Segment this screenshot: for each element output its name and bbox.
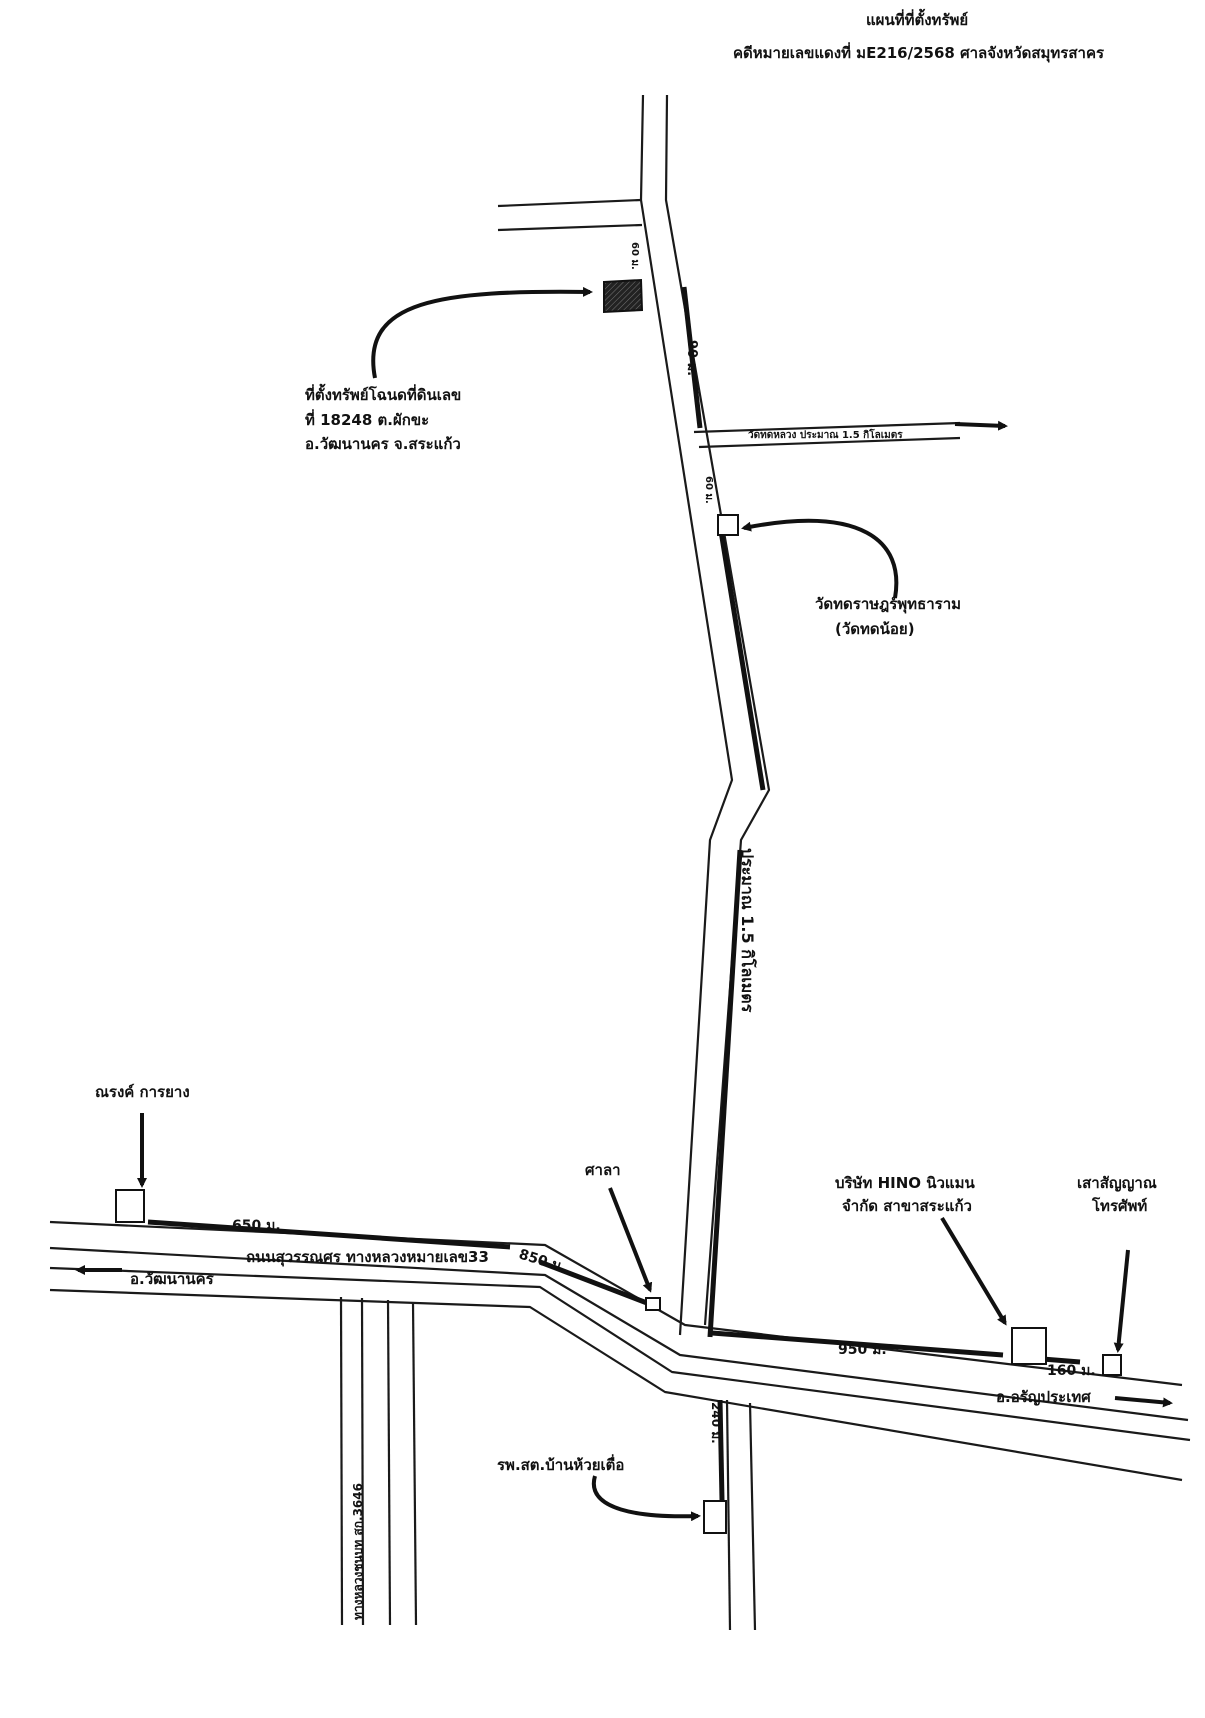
to-aranyaprathet-label: อ.อรัญประเทศ bbox=[996, 1388, 1091, 1406]
rural-road-c bbox=[386, 1299, 392, 1626]
highway-edge-3 bbox=[49, 1266, 1191, 1442]
top-west-road-lower bbox=[497, 223, 643, 232]
wat-luang-road-bottom bbox=[698, 436, 961, 449]
wat-label-1: วัดทดราษฎร์พุทธาราม bbox=[815, 595, 961, 614]
north-road-left-edge bbox=[639, 94, 734, 1336]
distance-950m: 950 ม. bbox=[838, 1342, 887, 1358]
rural-road-label: ทางหลวงชนบท สก.3646 bbox=[351, 1483, 365, 1620]
hino-arrow bbox=[940, 1216, 1007, 1326]
wat-building-marker bbox=[717, 514, 739, 536]
top-west-road bbox=[497, 198, 642, 208]
distance-90m: 90 ม. bbox=[684, 340, 699, 376]
rural-road-b bbox=[360, 1297, 365, 1626]
phone-pole-arrow bbox=[1113, 1249, 1130, 1353]
aranyaprathet-direction-arrow bbox=[1114, 1396, 1173, 1408]
pointer-arrows bbox=[75, 286, 1173, 1522]
south-road-left bbox=[725, 1399, 732, 1631]
distance-bars bbox=[147, 286, 1081, 1501]
north-road-distance-label: ประมาณ 1.5 กิโลเมตร bbox=[738, 848, 758, 1013]
phone-pole-label-2: โทรศัพท์ bbox=[1091, 1196, 1147, 1215]
sala-label: ศาลา bbox=[585, 1161, 621, 1179]
rural-road-a bbox=[339, 1296, 344, 1626]
narong-label: ณรงค์ การยาง bbox=[95, 1083, 190, 1101]
main-road-label: ถนนสุวรรณศร ทางหลวงหมายเลข33 bbox=[246, 1248, 489, 1267]
hino-label-1: บริษัท HINO นิวแมน bbox=[835, 1174, 975, 1192]
phone-pole-label-1: เสาสัญญาณ bbox=[1077, 1174, 1157, 1192]
property-parcel bbox=[603, 278, 644, 314]
phone-pole-marker bbox=[1102, 1354, 1122, 1376]
to-watthana-nakhon-label: อ.วัฒนานคร bbox=[130, 1270, 215, 1288]
distance-650m: 650 ม. bbox=[232, 1218, 281, 1234]
rural-road-d bbox=[411, 1301, 418, 1626]
distance-60m-mid: 60 ม. bbox=[703, 476, 714, 504]
clinic-building-marker bbox=[703, 1500, 727, 1534]
north-road-right-edge bbox=[664, 94, 771, 1326]
property-caption: ที่ตั้งทรัพย์โฉนดที่ดินเลข ที่ 18248 ต.ผ… bbox=[305, 383, 461, 453]
highway-edge-2 bbox=[49, 1246, 1189, 1422]
property-arrow bbox=[371, 286, 593, 379]
property-label-2: ที่ 18248 ต.ผักขะ bbox=[305, 409, 429, 429]
wat-luang-road-label: วัดทดหลวง ประมาณ 1.5 กิโลเมตร bbox=[748, 428, 903, 441]
south-road-right bbox=[748, 1402, 757, 1631]
distance-850m: 850 ม. bbox=[517, 1247, 568, 1277]
property-label-1: ที่ตั้งทรัพย์โฉนดที่ดินเลข bbox=[305, 383, 461, 404]
case-number: คดีหมายเลขแดงที่ มE216/2568 ศาลจังหวัดสม… bbox=[733, 44, 1105, 62]
clinic-arrow bbox=[591, 1475, 701, 1522]
distance-60m-top: 60 ม. bbox=[629, 242, 640, 270]
highway-edge-4 bbox=[49, 1288, 1183, 1482]
wat-label-2: (วัดทดน้อย) bbox=[835, 620, 915, 638]
sala-arrow bbox=[608, 1187, 653, 1293]
narong-building-marker bbox=[115, 1189, 145, 1223]
wat-luang-road-top bbox=[693, 421, 961, 434]
wat-luang-direction-arrow bbox=[954, 420, 1008, 431]
hino-label-2: จำกัด สาขาสระแก้ว bbox=[842, 1197, 972, 1215]
wat-arrow bbox=[741, 518, 899, 599]
clinic-label: รพ.สต.บ้านห้วยเตื่อ bbox=[497, 1454, 624, 1474]
property-label-3: อ.วัฒนานคร จ.สระแก้ว bbox=[305, 435, 461, 453]
distance-240m: 240 ม. bbox=[709, 1402, 723, 1444]
sala-marker bbox=[645, 1297, 661, 1311]
map-title: แผนที่ที่ตั้งทรัพย์ bbox=[866, 11, 969, 29]
hino-building-marker bbox=[1011, 1327, 1047, 1365]
distance-160m: 160 ม. bbox=[1047, 1363, 1096, 1379]
